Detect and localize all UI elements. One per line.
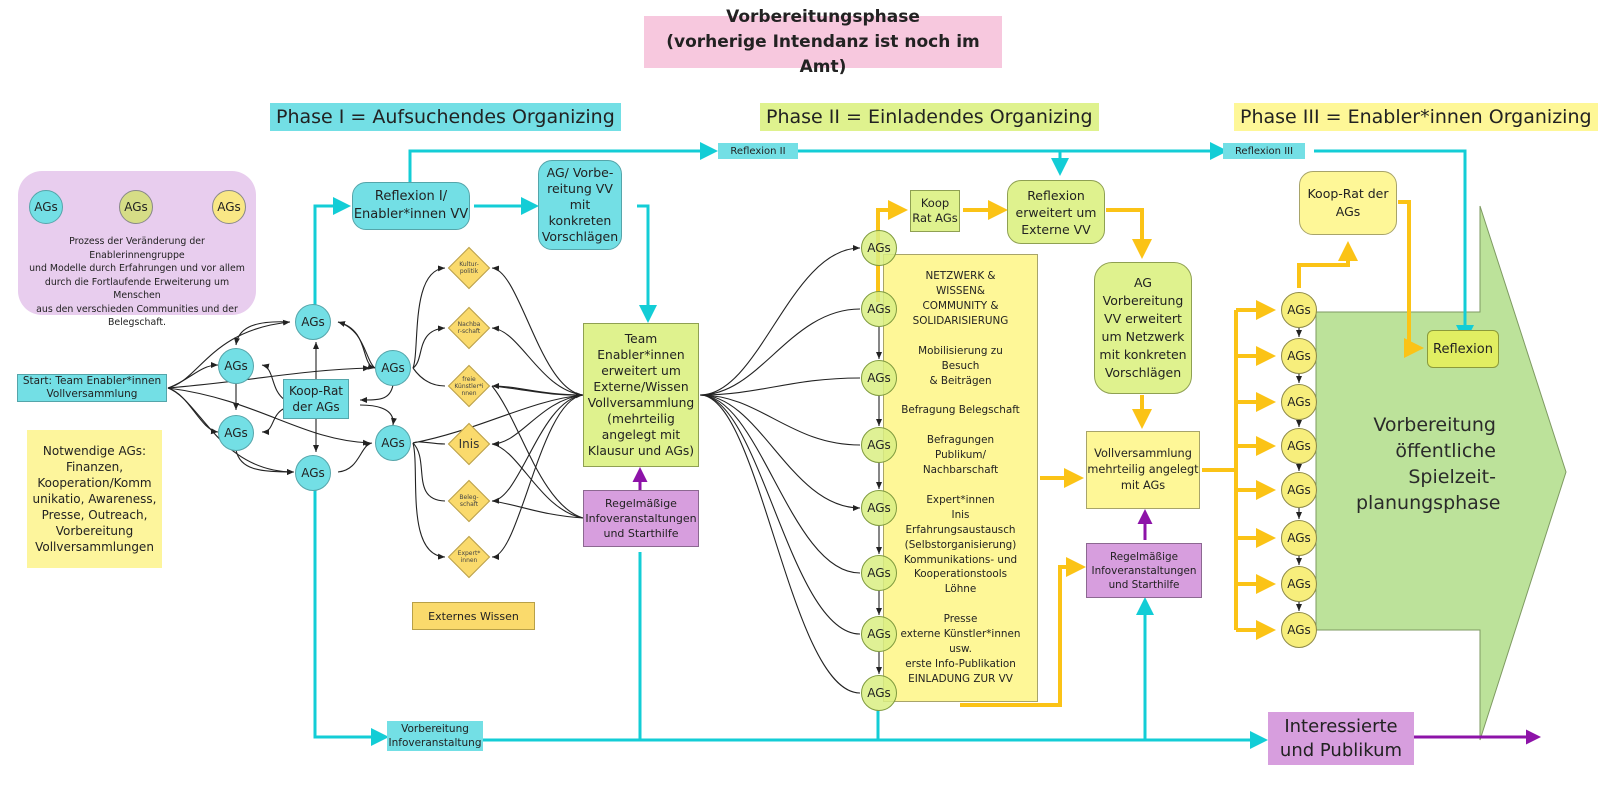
phase3-ag-node[interactable]: AGs	[1281, 292, 1317, 328]
title-line-1: Vorbereitungsphase	[726, 6, 920, 27]
legend-node-phase1: AGs	[29, 190, 63, 224]
phase2-ag-node[interactable]: AGs	[861, 230, 897, 266]
phase2-ag-node[interactable]: AGs	[861, 291, 897, 327]
fanout-curve	[699, 245, 861, 396]
title-line-2: (vorherige Intendanz ist noch im Amt)	[666, 31, 980, 77]
phase1-infoveranstaltungen[interactable]: Regelmäßige Infoveranstaltungen und Star…	[583, 490, 699, 547]
page-title: Vorbereitungsphase (vorherige Intendanz …	[644, 7, 1002, 77]
fanout-curve	[699, 394, 861, 694]
fanout-curve	[699, 308, 861, 396]
phase2-ag-node[interactable]: AGs	[861, 360, 897, 396]
vollversammlung-node[interactable]: Vollversammlung mehrteilig angelegt mit …	[1086, 431, 1200, 509]
diamond-label: freie Künstler*i nnen	[454, 375, 484, 397]
fanout-curve	[699, 377, 861, 396]
fanout-curve	[699, 394, 861, 446]
interessierte-publikum-node[interactable]: Interessierte und Publikum	[1268, 712, 1414, 765]
reflexion-ii-tag[interactable]: Reflexion II	[718, 143, 798, 159]
legend-node-phase3: AGs	[212, 190, 246, 224]
phase1-ag-node[interactable]: AGs	[218, 415, 254, 451]
diamond-label: Expert* innen	[457, 550, 481, 564]
netzwerk-panel: NETZWERK & WISSEN& COMMUNITY & SOLIDARIS…	[883, 254, 1038, 702]
phase3-ag-node[interactable]: AGs	[1281, 566, 1317, 602]
phase2-koop-rat[interactable]: Koop Rat AGs	[910, 190, 960, 232]
phase-1-header: Phase I = Aufsuchendes Organizing	[270, 103, 621, 131]
external-diamond[interactable]: Inis	[447, 422, 491, 466]
phase3-feed-arrows	[1236, 300, 1276, 640]
external-diamond[interactable]: Beleg- schaft	[447, 479, 491, 523]
legend-description: Prozess der Veränderung der Enablerinnen…	[29, 236, 245, 328]
team-erweitert-node[interactable]: Team Enabler*innen erweitert um Externe/…	[583, 323, 699, 467]
big-phase-arrow-shape	[1315, 205, 1567, 741]
phase1-ag-node[interactable]: AGs	[218, 348, 254, 384]
external-diamond[interactable]: Kultur- politik	[447, 246, 491, 290]
phase-3-header: Phase III = Enabler*innen Organizing	[1234, 103, 1598, 131]
phase2-ag-node[interactable]: AGs	[861, 427, 897, 463]
phase1-ag-node[interactable]: AGs	[295, 304, 331, 340]
external-diamond[interactable]: Nachba r-schaft	[447, 306, 491, 350]
ag-vorbereitung-vv-node[interactable]: AG/ Vorbe- reitung VV mit konkreten Vors…	[538, 160, 622, 250]
phase2-ag-node[interactable]: AGs	[861, 555, 897, 591]
phase3-ag-node[interactable]: AGs	[1281, 428, 1317, 464]
fanout-curve	[699, 394, 861, 511]
phase3-ag-node[interactable]: AGs	[1281, 612, 1317, 648]
diamond-label: Nachba r-schaft	[457, 321, 481, 335]
phase3-reflexion-node[interactable]: Reflexion	[1427, 330, 1499, 368]
phase3-ag-node[interactable]: AGs	[1281, 472, 1317, 508]
phase3-ag-node[interactable]: AGs	[1281, 338, 1317, 374]
reflexion-i-node[interactable]: Reflexion I/ Enabler*innen VV	[352, 182, 470, 230]
phase2-ag-node[interactable]: AGs	[861, 675, 897, 711]
vorbereitung-infoveranstaltung-tag[interactable]: Vorbereitung Infoveranstaltung	[387, 721, 483, 751]
phase3-koop-rat[interactable]: Koop-Rat der AGs	[1299, 171, 1397, 235]
external-diamond[interactable]: Expert* innen	[447, 535, 491, 579]
phase2-ag-node[interactable]: AGs	[861, 490, 897, 526]
required-ags-note: Notwendige AGs: Finanzen, Kooperation/Ko…	[27, 430, 162, 568]
externes-wissen-label: Externes Wissen	[412, 602, 535, 630]
phase2-infoveranstaltungen[interactable]: Regelmäßige Infoveranstaltungen und Star…	[1086, 543, 1202, 598]
reflexion-erweitert-node[interactable]: Reflexion erweitert um Externe VV	[1007, 180, 1105, 244]
phase3-ag-node[interactable]: AGs	[1281, 384, 1317, 420]
phase-2-header: Phase II = Einladendes Organizing	[760, 103, 1099, 131]
fanout-curve	[699, 394, 861, 635]
phase1-ag-node[interactable]: AGs	[295, 455, 331, 491]
legend-panel: AGs AGs AGs Prozess der Veränderung der …	[18, 171, 256, 328]
diamond-label: Inis	[458, 437, 480, 451]
phase2-fanout-curves	[699, 245, 861, 694]
phase1-ag-node[interactable]: AGs	[375, 425, 411, 461]
reflexion-iii-tag[interactable]: Reflexion III	[1223, 143, 1305, 159]
phase1-ag-node[interactable]: AGs	[375, 350, 411, 386]
spielzeit-planungsphase-label: Vorbereitung öffentliche Spielzeit- plan…	[1356, 414, 1501, 514]
phase1-koop-rat[interactable]: Koop-Rat der AGs	[283, 379, 349, 419]
external-diamond[interactable]: freie Künstler*i nnen	[447, 364, 491, 408]
phase2-ag-node[interactable]: AGs	[861, 616, 897, 652]
diamond-label: Beleg- schaft	[459, 494, 479, 508]
phase3-ag-node[interactable]: AGs	[1281, 520, 1317, 556]
fanout-curve	[699, 394, 861, 574]
start-node[interactable]: Start: Team Enabler*innen Vollversammlun…	[17, 374, 167, 402]
ag-vorbereitung-netzwerk-node[interactable]: AG Vorbereitung VV erweitert um Netzwerk…	[1094, 262, 1192, 394]
legend-node-phase2: AGs	[119, 190, 153, 224]
diamond-label: Kultur- politik	[459, 261, 479, 275]
